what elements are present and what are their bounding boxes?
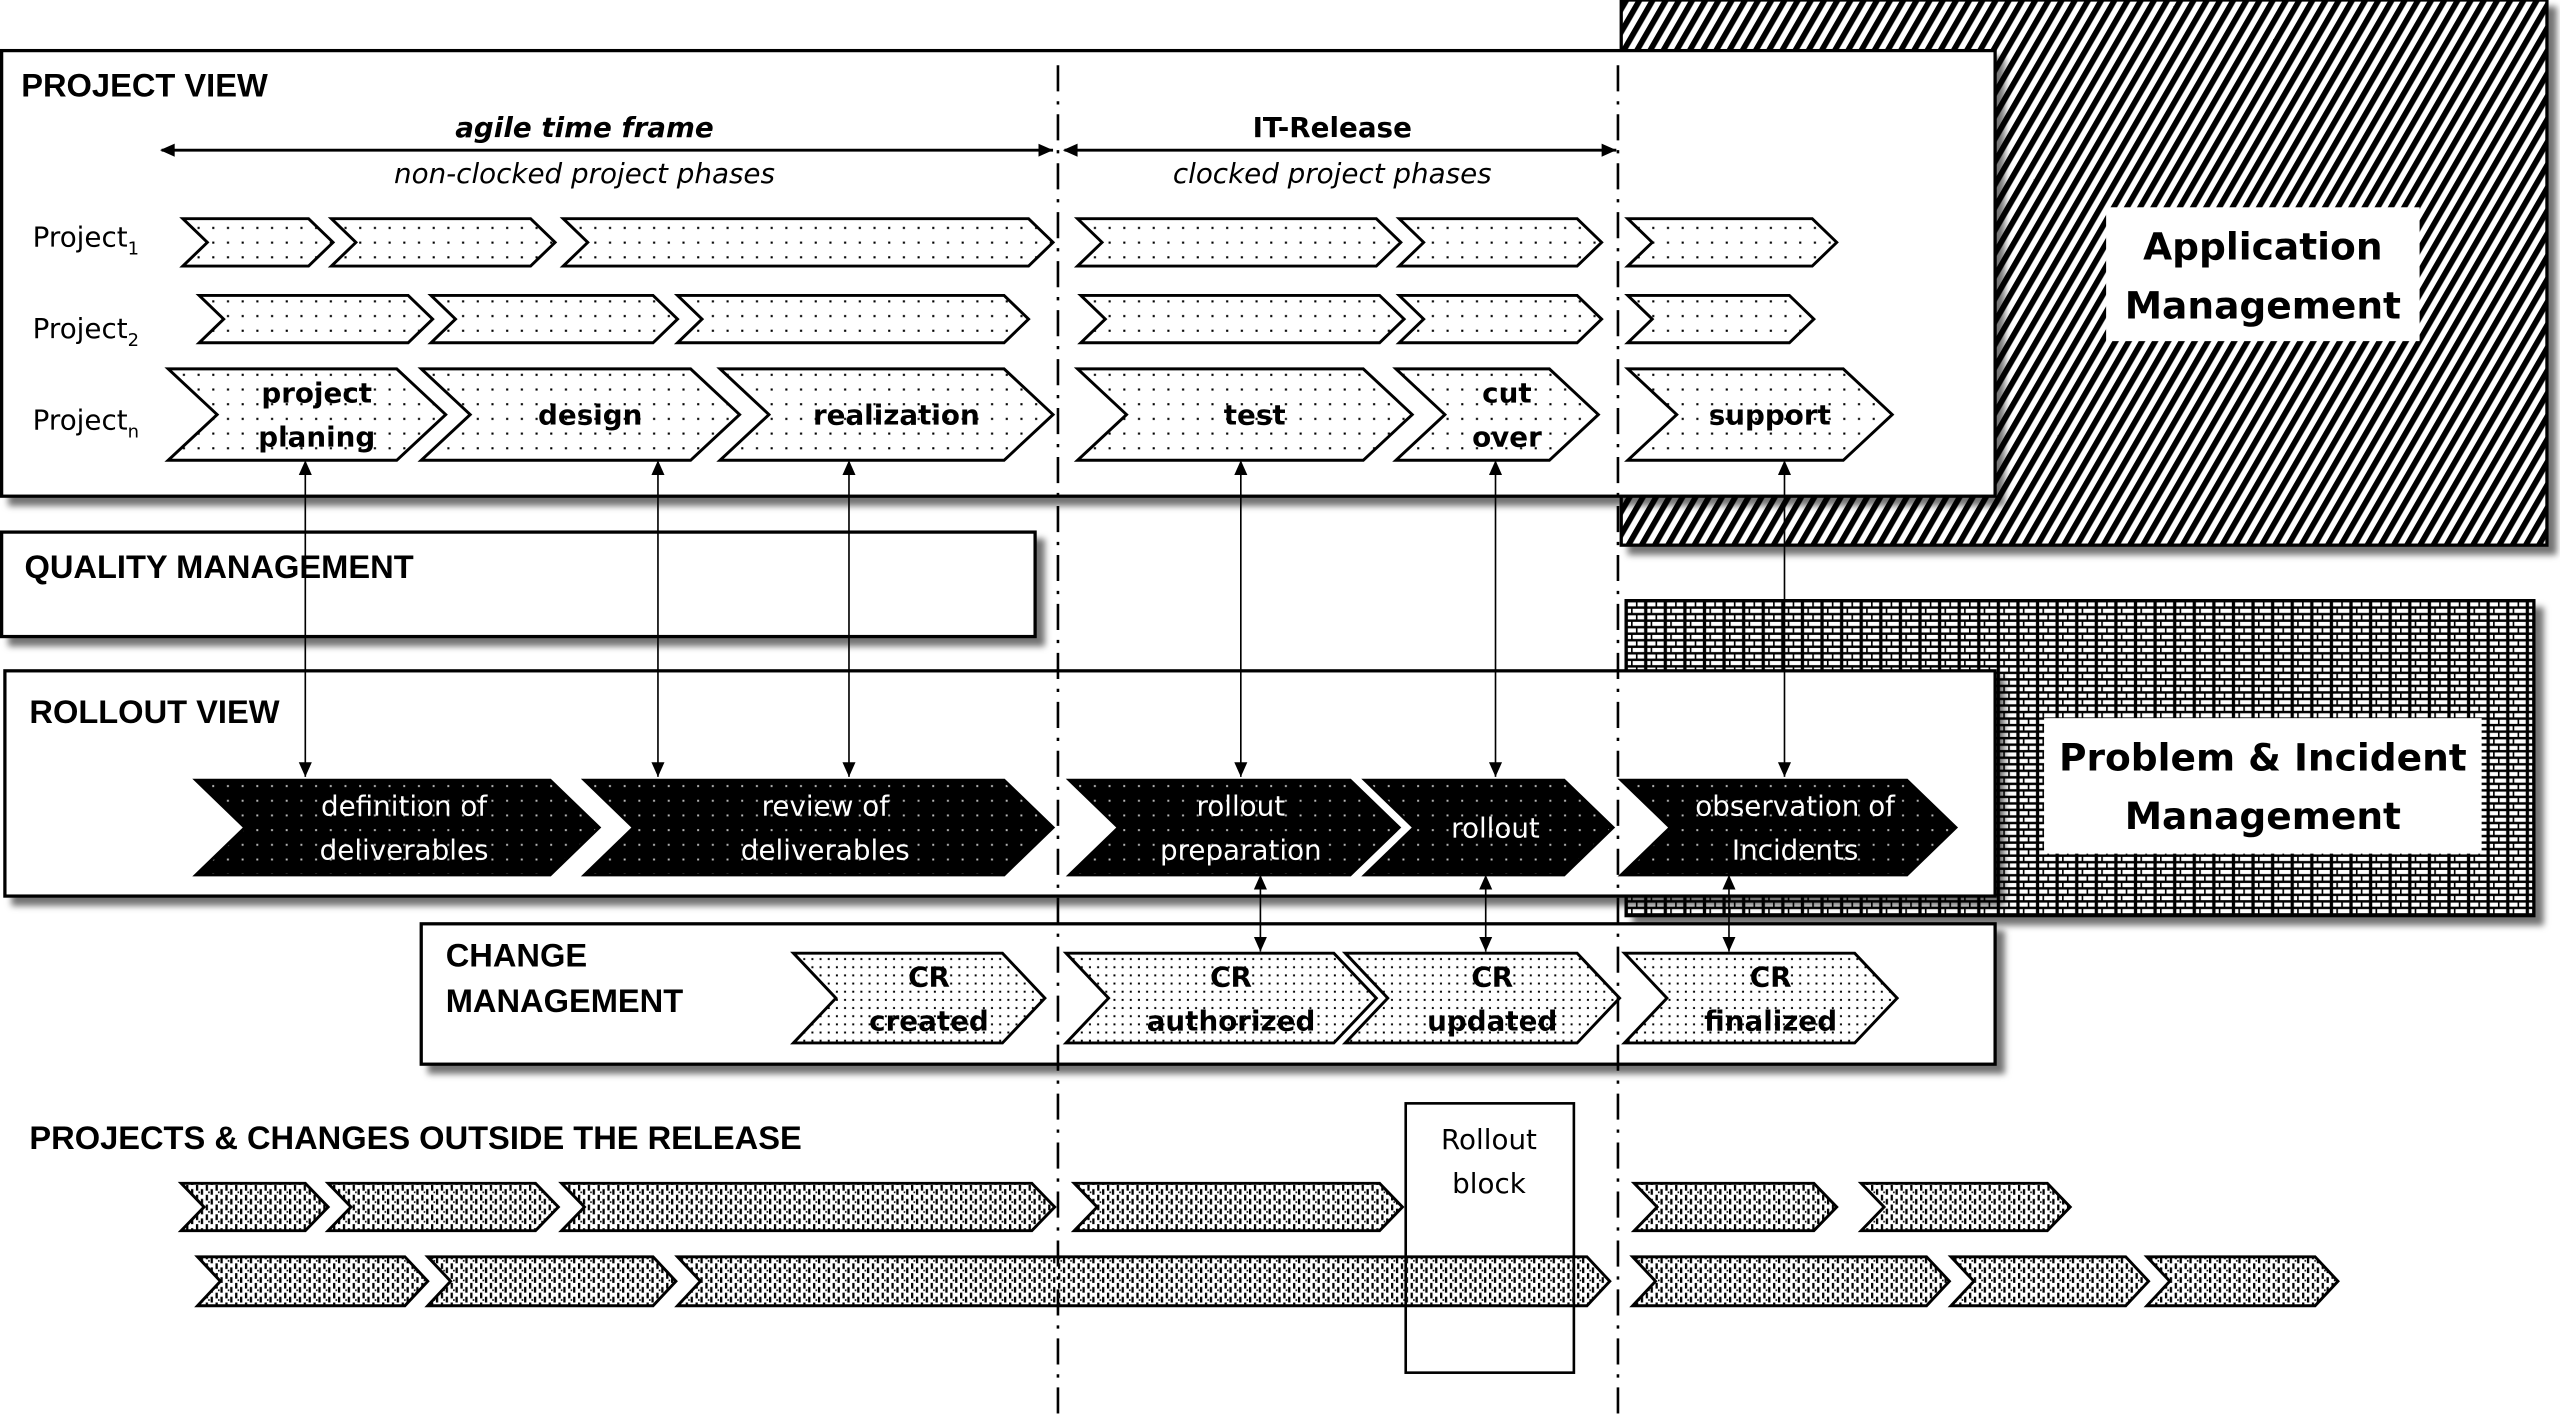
outside-project-chevron [1947,1255,2151,1308]
problem-incident-label-line2: Management [2125,794,2401,838]
project-n-phase-chevron [1624,367,1895,462]
it-release-sublabel: clocked project phases [1173,157,1492,190]
outside-project-chevron [424,1255,678,1308]
project-n-phase-chevron [1392,367,1601,462]
application-management-label-line1: Application [2143,225,2382,269]
change-management-title-line1: CHANGE [446,936,587,973]
phase-label: test [1224,398,1286,431]
agile-timeframe-sublabel: non-clocked project phases [394,157,775,190]
rollout-step-chevron [1065,778,1402,877]
project-1-label: Project1 [33,220,139,259]
project-2-phase-chevron [1077,293,1407,345]
project-n-phase-chevron [1073,367,1415,462]
project-n-phase-chevron [417,367,742,462]
project-2-phase-chevron [195,293,435,345]
outside-project-chevron [1857,1181,2073,1233]
agile-timeframe-label: agile time frame [455,111,714,144]
project-2-phase-chevron [673,293,1031,345]
outside-release-chevrons [177,1181,2340,1308]
project-2-label: Project2 [33,312,139,351]
rollout-step-chevron [192,778,602,877]
project-1-phase-chevron [1073,217,1403,268]
project-n-phase-chevron [164,367,448,462]
rollout-block: Rollout block [1404,1102,1576,1374]
phase-label: realization [813,398,980,431]
outside-project-chevron [2143,1255,2340,1308]
outside-release-title: PROJECTS & CHANGES OUTSIDE THE RELEASE [29,1119,801,1156]
project-n-phase-chevron [716,367,1056,462]
project-1-phase-chevron [179,217,336,268]
rollout-step-chevron [580,778,1056,877]
project-view-title: PROJECT VIEW [21,66,268,103]
project-2-phase-chevron [1395,293,1604,345]
rollout-step-chevron [1361,778,1616,877]
rollout-block-label-line2: block [1452,1167,1526,1200]
project-1-phase-chevron [327,217,558,268]
phase-label: support [1709,398,1831,431]
outside-project-chevron [674,1255,1612,1308]
quality-management-panel [0,530,1037,639]
change-request-chevron [1062,951,1379,1045]
outside-project-chevron [558,1181,1057,1233]
project-2-phase-chevron [427,293,680,345]
project-2-phase-chevron [1624,293,1816,345]
rollout-block-label-line1: Rollout [1441,1123,1537,1156]
change-management-title-line2: MANAGEMENT [446,982,684,1019]
outside-project-chevron [194,1255,430,1308]
change-request-chevron [1621,951,1900,1045]
project-1-phase-chevron [1624,217,1839,268]
it-release-label: IT-Release [1253,111,1412,144]
connector-arrows [298,460,1792,952]
phase-label: design [538,398,642,431]
rollout-view-title: ROLLOUT VIEW [29,693,279,730]
rollout-step-chevron [1617,778,1959,877]
outside-project-chevron [1630,1181,1839,1233]
application-management-label-line2: Management [2125,283,2401,327]
rollout-step-label: rollout [1451,811,1540,844]
outside-project-chevron [1629,1255,1952,1308]
quality-management-title: QUALITY MANAGEMENT [24,548,413,585]
change-request-chevron [790,951,1047,1045]
project-1-phase-chevron [559,217,1056,268]
outside-project-chevron [177,1181,331,1233]
problem-incident-label-line1: Problem & Incident [2059,735,2467,779]
project-1-phase-chevron [1395,217,1604,268]
change-request-chevron [1341,951,1622,1045]
outside-project-chevron [1070,1181,1405,1233]
outside-project-chevron [324,1181,561,1233]
project-n-label: Projectn [33,403,139,442]
